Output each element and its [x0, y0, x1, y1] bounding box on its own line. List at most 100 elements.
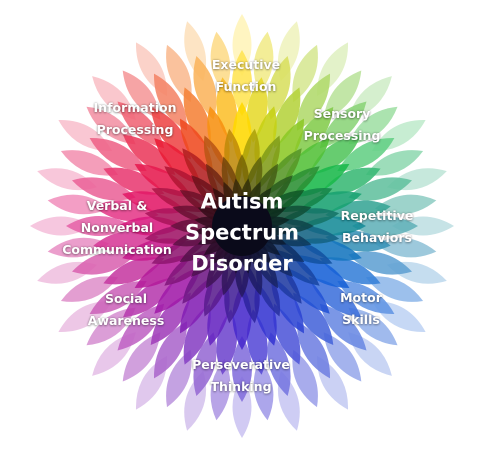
- label-line: Sensory: [313, 106, 371, 121]
- wheel-petal: [283, 267, 330, 314]
- wheel-petal: [150, 292, 191, 345]
- wheel-petal: [207, 106, 230, 170]
- wheel-petal: [183, 87, 211, 149]
- wheel-petal: [352, 216, 418, 236]
- label-line: Repetitive: [340, 208, 414, 223]
- label-verbal-nonverbal-communication: Verbal & Nonverbal Communication: [62, 195, 172, 261]
- label-line: Executive: [211, 57, 281, 72]
- label-line: Perseverative: [192, 357, 290, 372]
- wheel-petal: [89, 137, 147, 172]
- wheel-petal: [283, 138, 330, 185]
- center-title-line1: Autism: [200, 189, 284, 214]
- wheel-petal: [117, 101, 165, 149]
- wheel-petal: [103, 257, 165, 285]
- wheel-petal: [265, 256, 302, 304]
- wheel-petal: [265, 148, 302, 196]
- center-title-line3: Disorder: [191, 251, 293, 276]
- wheel-petal: [180, 118, 213, 176]
- wheel-petal: [151, 239, 207, 265]
- wheel-petal: [47, 237, 110, 258]
- wheel-petal: [296, 73, 331, 131]
- wheel-petal: [47, 194, 110, 215]
- wheel-petal: [348, 251, 412, 275]
- wheel-petal: [271, 276, 304, 334]
- wheel-petal: [337, 137, 395, 172]
- wheel-petal: [293, 107, 334, 160]
- wheel-petal: [123, 277, 176, 318]
- wheel-petal: [180, 276, 213, 334]
- label-sensory-processing: Sensory Processing: [304, 103, 381, 147]
- label-information-processing: Information Processing: [94, 97, 177, 141]
- wheel-petal: [203, 135, 229, 191]
- wheel-petal: [272, 249, 320, 286]
- wheel-petal: [151, 187, 207, 213]
- label-social-awareness: Social Awareness: [88, 288, 165, 332]
- wheel-petal: [154, 138, 201, 185]
- wheel-petal: [182, 148, 219, 196]
- wheel-petal: [164, 249, 212, 286]
- wheel-petal: [66, 216, 132, 236]
- label-line: Communication: [62, 242, 172, 257]
- wheel-petal: [267, 56, 291, 120]
- wheel-petal: [122, 191, 186, 214]
- wheel-petal: [348, 177, 412, 201]
- wheel-petal: [232, 50, 252, 116]
- wheel-petal: [293, 292, 334, 345]
- wheel-petal: [271, 118, 304, 176]
- wheel-petal: [254, 106, 277, 170]
- wheel-petal: [254, 282, 277, 346]
- wheel-petal: [292, 164, 350, 197]
- wheel-petal: [273, 303, 301, 365]
- wheel-petal: [89, 280, 147, 315]
- wheel-petal: [134, 164, 192, 197]
- wheel-petal: [210, 358, 231, 421]
- center-title-line2: Spectrum: [184, 220, 300, 245]
- wheel-petal: [319, 101, 367, 149]
- wheel-petal: [117, 303, 165, 351]
- wheel-petal: [374, 194, 437, 215]
- wheel-petal: [103, 167, 165, 195]
- wheel-petal: [72, 251, 136, 275]
- wheel-petal: [183, 303, 211, 365]
- wheel-petal: [267, 332, 291, 396]
- wheel-petal: [210, 31, 231, 94]
- wheel-petal: [255, 135, 281, 191]
- wheel-petal: [193, 332, 217, 396]
- label-line: Awareness: [87, 313, 165, 328]
- wheel-petal: [193, 56, 217, 120]
- wheel-petal: [277, 187, 333, 213]
- center-title: Autism Spectrum Disorder: [185, 187, 299, 280]
- wheel-petal: [253, 358, 274, 421]
- wheel-petal: [232, 336, 252, 402]
- wheel-petal: [319, 167, 381, 195]
- wheel-core: [212, 196, 272, 256]
- wheel-petal: [134, 255, 192, 288]
- label-line: Processing: [96, 122, 174, 137]
- label-line: Information: [93, 100, 177, 115]
- wheel-petal: [292, 255, 350, 288]
- wheel-petal: [319, 257, 381, 285]
- wheel-petal: [182, 256, 219, 304]
- label-line: Processing: [303, 128, 381, 143]
- wheel-petal: [150, 107, 191, 160]
- wheel-petal: [154, 267, 201, 314]
- wheel-petal: [273, 87, 301, 149]
- wheel-petal: [374, 237, 437, 258]
- wheel-petal: [153, 73, 188, 131]
- label-line: Social: [104, 291, 147, 306]
- wheel-petal: [164, 166, 212, 203]
- wheel-petal: [207, 282, 230, 346]
- wheel-petal: [123, 134, 176, 175]
- wheel-petal: [253, 31, 274, 94]
- label-repetitive-behaviors: Repetitive Behaviors: [341, 205, 414, 249]
- label-line: Thinking: [210, 379, 272, 394]
- wheel-petal: [298, 238, 362, 261]
- label-line: Skills: [342, 312, 380, 327]
- wheel-petals: [28, 12, 456, 440]
- wheel-petal: [203, 261, 229, 317]
- wheel-petal: [272, 166, 320, 203]
- wheel-petal: [277, 239, 333, 265]
- wheel-petal: [122, 238, 186, 261]
- wheel-petal: [153, 321, 188, 379]
